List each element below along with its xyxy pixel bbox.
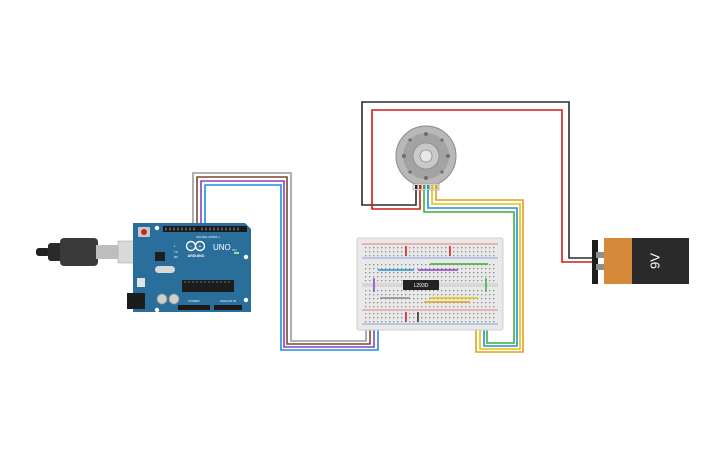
wire-purple[interactable] — [200, 180, 375, 348]
wire-green[interactable] — [423, 188, 515, 344]
arduino-digital-label: DIGITAL (PWM~) — [196, 235, 219, 239]
svg-text:+: + — [199, 244, 202, 250]
battery-label: 9V — [647, 253, 662, 269]
arduino-on-label: ON — [232, 248, 237, 252]
wire-yellow[interactable] — [431, 188, 521, 350]
arduino-logo-icon: − + — [185, 240, 206, 252]
wire-brown[interactable] — [196, 176, 371, 345]
arduino-model: UNO — [213, 243, 231, 252]
motor-icon[interactable] — [395, 125, 457, 191]
ic-chip-icon[interactable]: L293D — [403, 280, 439, 290]
ic-chip-label: L293D — [414, 283, 429, 289]
wires — [192, 101, 596, 353]
usb-cable-icon[interactable] — [36, 238, 137, 266]
svg-text:−: − — [190, 244, 193, 250]
wire-red-battery[interactable] — [371, 109, 596, 263]
breadboard-icon[interactable]: L293D — [356, 237, 504, 331]
wire-blue[interactable] — [204, 184, 379, 351]
arduino-board-icon[interactable]: DIGITAL (PWM~) − + UNO ARDUINO L TX RX O… — [127, 223, 251, 313]
arduino-power-label: POWER — [188, 299, 200, 303]
arduino-analog-label: ANALOG IN — [220, 299, 236, 303]
wire-black-battery[interactable] — [361, 101, 596, 259]
battery-icon[interactable]: 9V — [592, 238, 689, 284]
arduino-rx-label: RX — [174, 255, 178, 259]
wire-gray[interactable] — [192, 172, 367, 342]
arduino-brand: ARDUINO — [188, 254, 205, 258]
wire-orange[interactable] — [435, 188, 524, 353]
arduino-l-label: L — [174, 244, 176, 248]
wire-blue-motor[interactable] — [427, 188, 518, 347]
arduino-tx-label: TX — [174, 250, 178, 254]
